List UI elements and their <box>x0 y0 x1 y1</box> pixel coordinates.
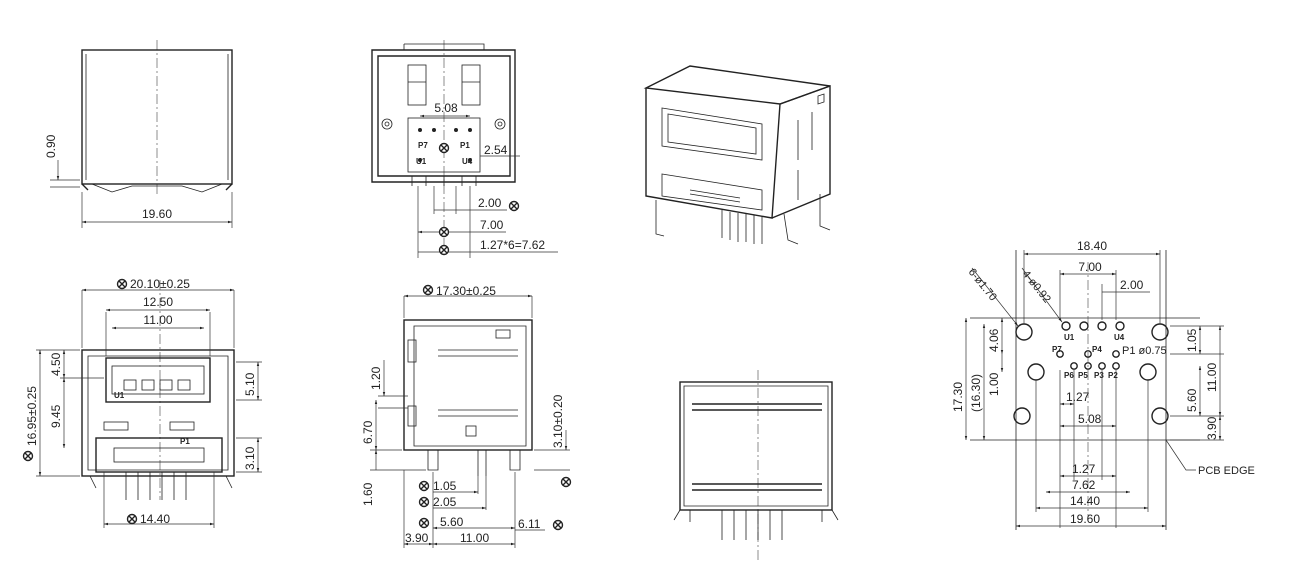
front-top-offset-label: 4.50 <box>49 352 63 376</box>
profile-d6-label: 11.00 <box>460 531 489 545</box>
front-p1-label: P1 <box>180 437 190 446</box>
front-mid-label: 9.45 <box>49 404 63 428</box>
fp-u4-label: U4 <box>1114 333 1125 342</box>
front-right-lower-label: 3.10 <box>243 446 257 470</box>
rear-dim-b-label: 7.00 <box>480 218 504 232</box>
isometric-view <box>643 65 831 245</box>
front-right-upper-label: 5.10 <box>243 372 257 396</box>
fp-u1-label: U1 <box>1064 333 1075 342</box>
fp-127b-label: 1.27 <box>1072 462 1096 476</box>
fp-100-label: 1.00 <box>987 372 1001 396</box>
front-u1-label: U1 <box>114 391 125 400</box>
fp-p6-label: P6 <box>1064 371 1074 380</box>
fp-1440-label: 14.40 <box>1070 494 1100 508</box>
fp-hole-small-label: 4-ø0.92 <box>1020 268 1053 305</box>
side-width-label: 19.60 <box>142 207 172 221</box>
profile-view: 17.30±0.25 1.20 6.70 1.60 3.10±0.20 1.05… <box>361 284 572 548</box>
fp-p4-label: P4 <box>1092 345 1102 354</box>
rear-p1-label: P1 <box>460 141 470 150</box>
fp-56-label: 5.60 <box>1185 388 1199 412</box>
front-height-label: 16.95±0.25 <box>25 386 39 446</box>
profile-height-label: 6.70 <box>361 420 375 444</box>
rear-offset-label: 2.54 <box>484 143 508 157</box>
rear-dim-c-label: 1.27*6=7.62 <box>480 238 545 252</box>
fp-105-label: 1.05 <box>1185 328 1199 352</box>
profile-d5-label: 3.90 <box>405 531 429 545</box>
front-overall-width-label: 20.10±0.25 <box>130 277 190 291</box>
fp-406-label: 4.06 <box>987 328 1001 352</box>
fp-39-label: 3.90 <box>1205 416 1219 440</box>
fp-height-ref-label: (16.30) <box>969 374 983 412</box>
profile-d3-label: 5.60 <box>440 515 464 529</box>
fp-pin-dia-label: P1 ø0.75 <box>1122 345 1167 357</box>
rear-view: P7 P1 U1 U4 5.08 2.54 2.00 7.00 1.27*6=7… <box>371 40 558 258</box>
front-inner-width-label: 11.00 <box>143 313 172 327</box>
fp-overall-label: 18.40 <box>1077 239 1107 253</box>
fp-11-label: 11.00 <box>1205 363 1219 392</box>
side-height-label: 0.90 <box>44 134 58 158</box>
front-port-width-label: 12.50 <box>143 295 173 309</box>
fp-1960-label: 19.60 <box>1070 512 1100 526</box>
rear-dim-a-label: 2.00 <box>478 196 502 210</box>
fp-p2-label: P2 <box>1108 371 1118 380</box>
fp-762-label: 7.62 <box>1072 478 1096 492</box>
profile-depth-label: 17.30±0.25 <box>436 284 496 298</box>
bottom-view <box>673 370 839 560</box>
pcb-footprint: U1 U4 P7 P4 P6 P5 P3 P2 P1 ø0.75 18.40 7… <box>951 239 1255 530</box>
side-view: 19.60 0.90 <box>44 40 233 228</box>
fp-508-label: 5.08 <box>1078 412 1102 426</box>
profile-d4-label: 6.11 <box>518 517 541 531</box>
profile-right-label: 3.10±0.20 <box>551 394 565 448</box>
profile-d1-label: 1.05 <box>433 479 457 493</box>
rear-u4-label: U4 <box>462 157 473 166</box>
front-view: U1 P1 20.10±0.25 12.50 11.00 16.95±0.25 … <box>22 277 262 528</box>
fp-dim7-label: 7.00 <box>1078 260 1102 274</box>
fp-dim2-label: 2.00 <box>1120 278 1144 292</box>
rear-pitch-label: 5.08 <box>434 101 458 115</box>
fp-hole-large-label: 6-ø1.70 <box>966 266 999 303</box>
fp-p7-label: P7 <box>1052 345 1062 354</box>
profile-d2-label: 2.05 <box>433 495 457 509</box>
fp-p5-label: P5 <box>1078 371 1088 380</box>
profile-pin-len-label: 1.60 <box>361 482 375 506</box>
fp-pcb-edge-label: PCB EDGE <box>1198 465 1255 477</box>
rear-p7-label: P7 <box>418 141 428 150</box>
profile-tab-label: 1.20 <box>369 366 383 390</box>
fp-p3-label: P3 <box>1094 371 1104 380</box>
front-bottom-width-label: 14.40 <box>140 512 170 526</box>
fp-height-label: 17.30 <box>951 382 965 412</box>
rear-u1-label: U1 <box>416 157 427 166</box>
fp-127a-label: 1.27 <box>1066 390 1090 404</box>
